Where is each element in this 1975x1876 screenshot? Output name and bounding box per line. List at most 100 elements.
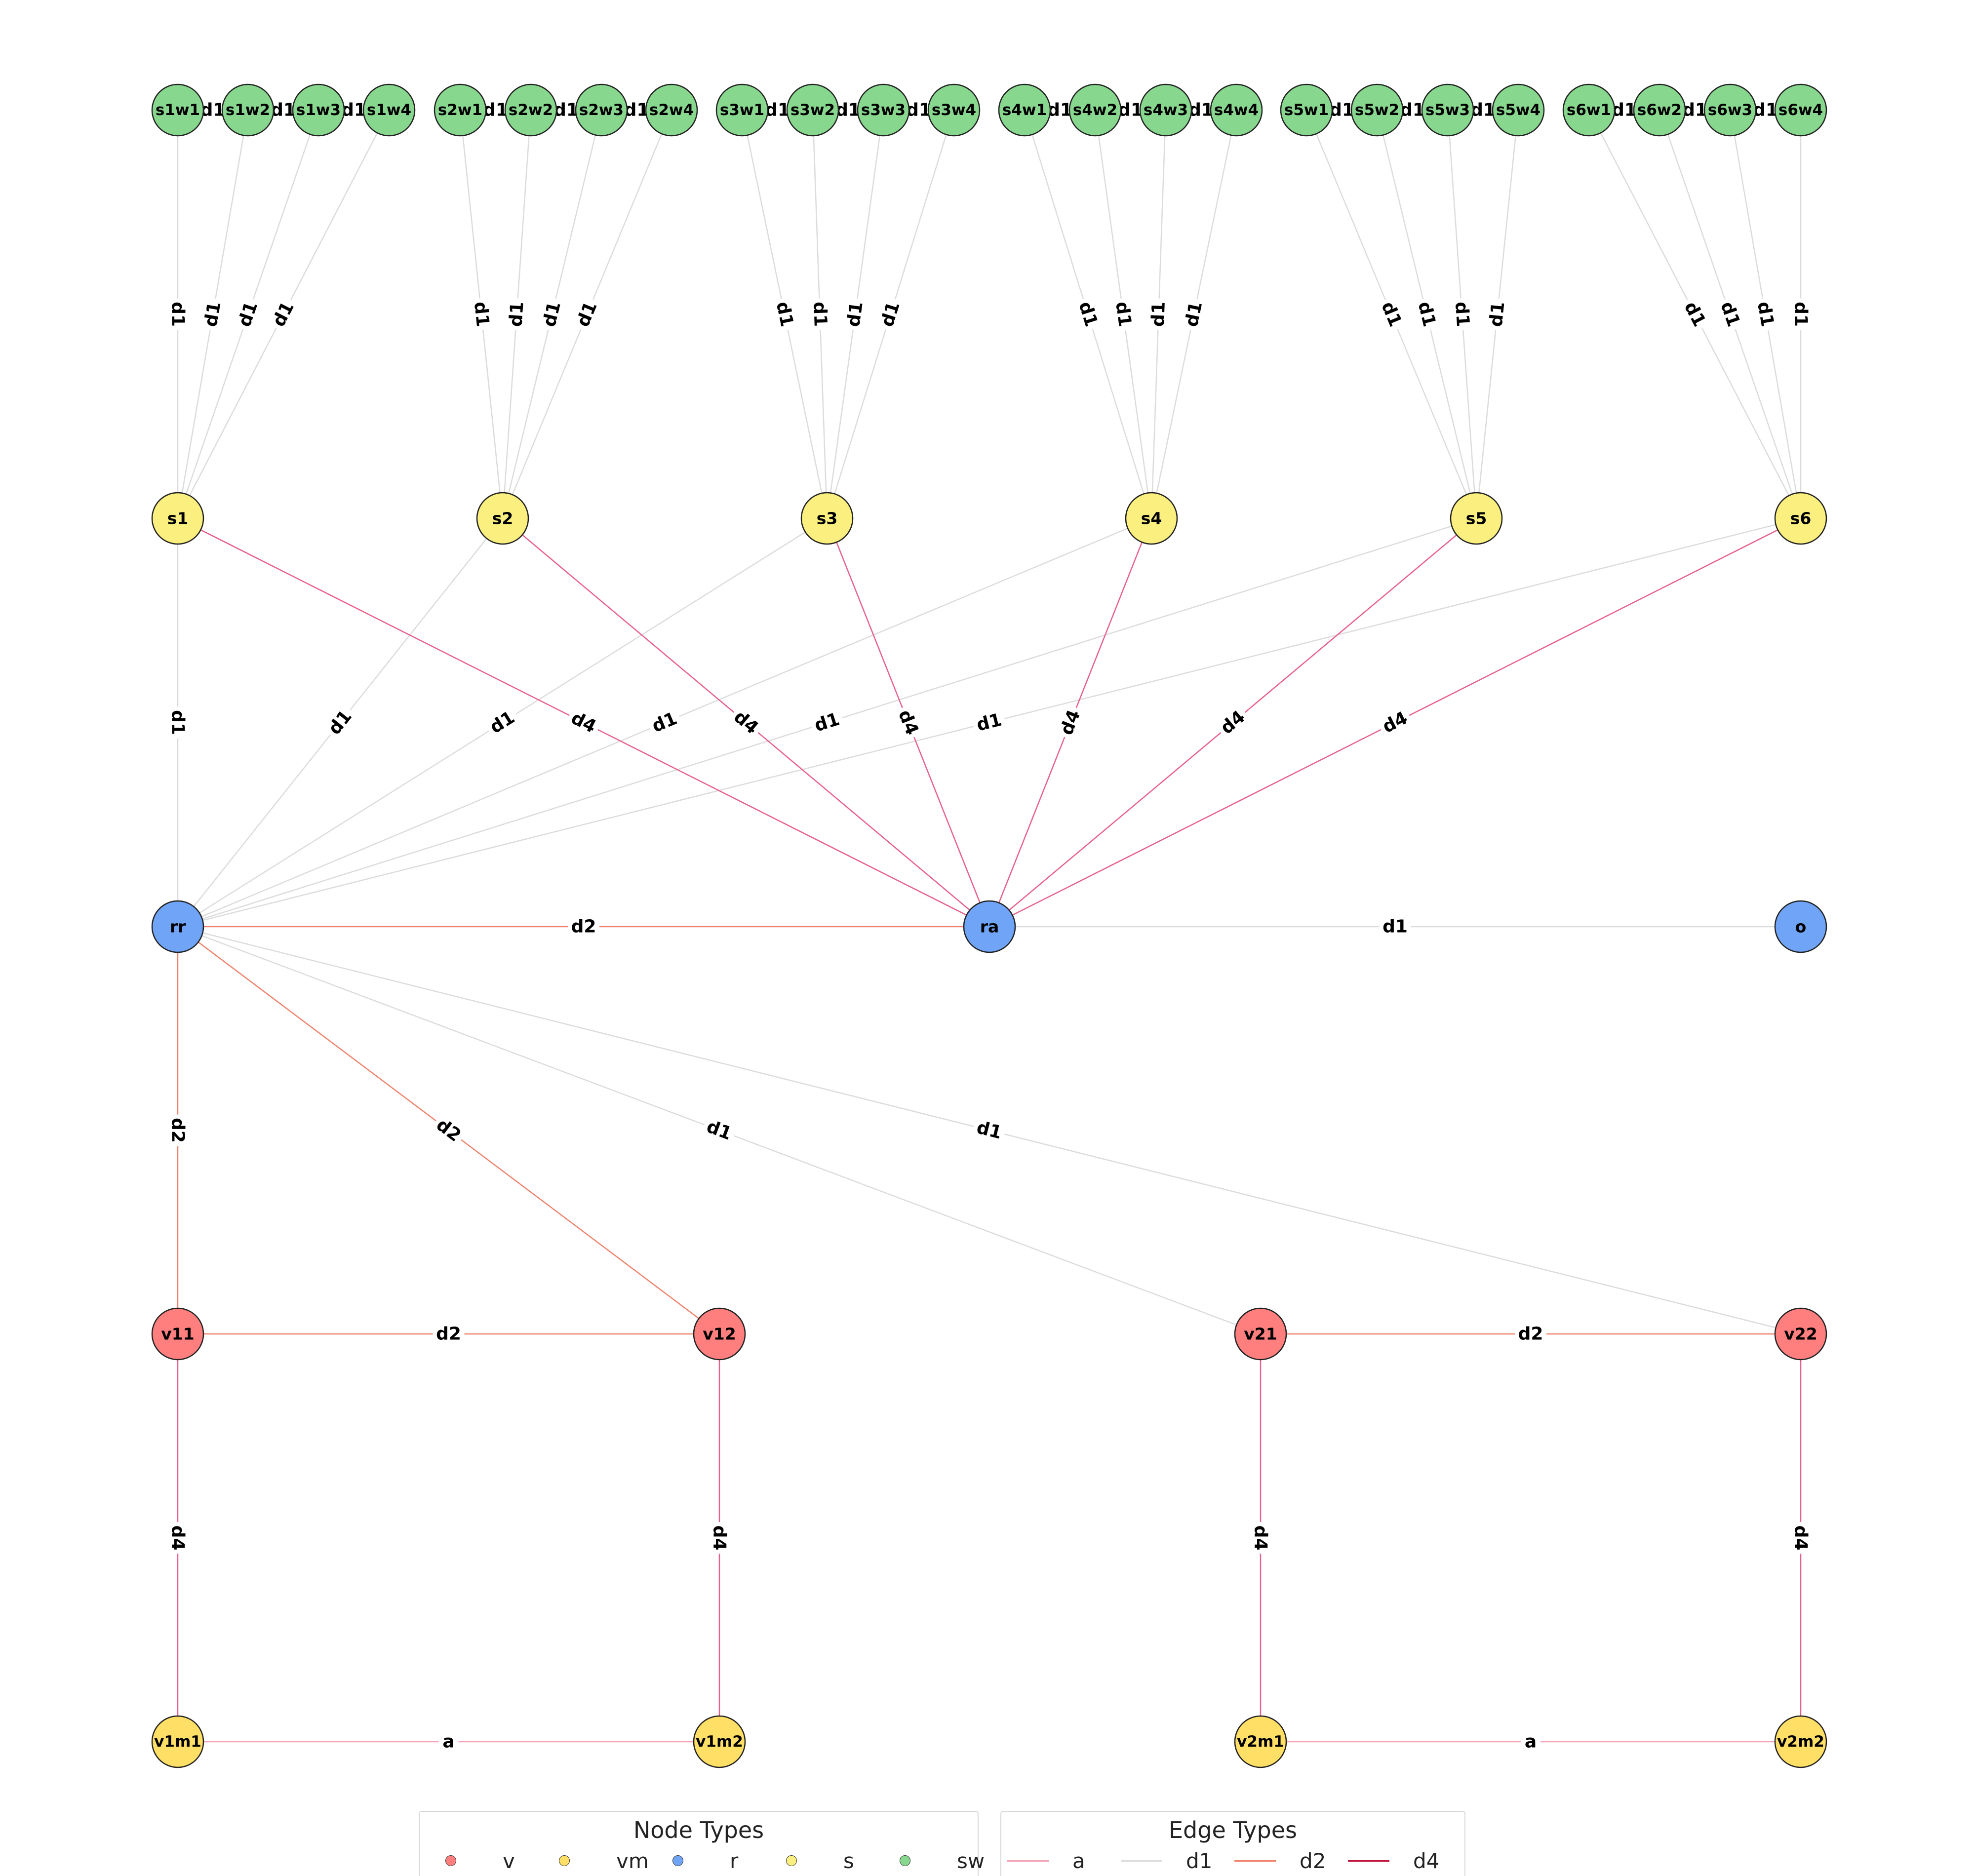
edge-label-text: d1 — [765, 100, 790, 120]
node-label: s1w2 — [226, 101, 270, 119]
node-s4w3: s4w3 — [1139, 83, 1192, 137]
legend-marker-icon — [559, 1855, 570, 1866]
edge-label-s3w4-s3: d1 — [876, 296, 905, 332]
edge-label-background — [1181, 297, 1207, 332]
edge-label-background — [971, 709, 1007, 736]
legend-node-label: v — [503, 1848, 515, 1873]
edge-label-background — [809, 708, 845, 737]
edge-label-text: d4 — [710, 1525, 730, 1551]
edge-label-background — [1111, 297, 1136, 331]
edge-label-text: d1 — [1148, 301, 1169, 327]
edge-label-s4w1-s4: d1 — [1073, 296, 1103, 332]
edge-label-text: d1 — [483, 100, 508, 120]
edge-label-s6-ra: d4 — [1376, 706, 1414, 739]
node-s2w4: s2w4 — [645, 83, 698, 137]
node-label: s1 — [167, 509, 189, 528]
node-circle — [292, 83, 345, 137]
node-circle — [1774, 492, 1827, 545]
node-label: s5w3 — [1425, 101, 1470, 119]
edge-label-background — [971, 1117, 1007, 1144]
node-label: s4w1 — [1002, 101, 1047, 119]
edge-label-s6w3-s6: d1 — [1753, 297, 1778, 332]
node-circle — [1774, 1715, 1827, 1768]
edge-label-text: d1 — [1753, 100, 1778, 120]
node-circle — [1234, 1307, 1287, 1361]
edge-label-background — [1055, 704, 1086, 741]
node-circle — [645, 83, 698, 137]
edge-label-text: d1 — [1182, 300, 1206, 328]
edge-label-text: d1 — [1400, 100, 1425, 120]
node-v1m1: v1m1 — [151, 1715, 204, 1768]
node-label: s3w1 — [720, 101, 764, 119]
node-v2m2: v2m2 — [1774, 1715, 1827, 1768]
edge-label-text: d4 — [1791, 1525, 1811, 1551]
legend-line-icon — [1121, 1860, 1162, 1862]
node-label: rr — [170, 917, 186, 937]
node-s4: s4 — [1125, 492, 1178, 545]
node-label: s5w2 — [1355, 101, 1399, 119]
edge-label-s1w2-s1: d1 — [200, 297, 226, 332]
edge-label-s4w3-s4: d1 — [1148, 298, 1169, 331]
node-circle — [1774, 900, 1827, 953]
edge-label-background — [322, 704, 358, 741]
legend-marker-icon — [672, 1855, 683, 1866]
edge-label-background — [1379, 917, 1411, 937]
node-label: s2w3 — [579, 101, 624, 119]
edge-label-rr-v22: d1 — [971, 1117, 1007, 1144]
edge-label-text: a — [442, 1732, 454, 1752]
edge-legend-title: Edge Types — [1168, 1817, 1297, 1843]
edge-label-s5w3-s5: d1 — [1451, 298, 1473, 331]
legend-edge-label: d4 — [1413, 1848, 1440, 1873]
legend-line-icon — [1348, 1860, 1389, 1862]
node-label: o — [1795, 917, 1807, 937]
node-circle — [1139, 83, 1192, 137]
node-s6w2: s6w2 — [1633, 83, 1686, 137]
edge-label-background — [168, 1114, 188, 1146]
edge-label-text: d1 — [1047, 100, 1072, 120]
node-circle — [1562, 83, 1616, 137]
node-label: s2w1 — [438, 101, 482, 119]
legend-edge-label: d1 — [1186, 1848, 1213, 1873]
node-s4w1: s4w1 — [998, 83, 1051, 137]
node-s5w2: s5w2 — [1350, 83, 1404, 137]
edge-label-s5w2-s5: d1 — [1413, 296, 1440, 332]
node-v11: v11 — [151, 1307, 204, 1361]
edge-label-text: d1 — [553, 100, 579, 120]
edge-label-text: d1 — [539, 300, 565, 329]
node-circle — [1068, 83, 1122, 137]
edge-label-background — [1214, 704, 1252, 741]
edge-label-rr-v12: d2 — [430, 1113, 468, 1148]
node-s6w1: s6w1 — [1562, 83, 1616, 137]
edge-label-s5w1-s5: d1 — [1376, 296, 1407, 333]
node-circle — [927, 83, 981, 137]
edge-label-text: d1 — [1329, 100, 1354, 120]
edge-label-background — [1521, 1732, 1540, 1752]
edge-label-text: d1 — [906, 100, 931, 120]
edge-label-text: d1 — [1414, 300, 1440, 329]
node-circle — [1280, 83, 1333, 137]
node-circle — [575, 83, 628, 137]
legend-node-r: r — [672, 1848, 738, 1873]
edge-label-s2w3-s2: d1 — [539, 296, 565, 332]
edge-label-background — [168, 298, 188, 330]
edge-label-background — [710, 1522, 729, 1554]
edge-label-background — [506, 298, 528, 331]
legend-node-v: v — [445, 1848, 515, 1873]
node-label: s2 — [492, 509, 514, 528]
node-label: s6w2 — [1637, 101, 1682, 119]
edge-label-text: d1 — [1111, 301, 1135, 328]
edge-label-background — [1073, 296, 1103, 332]
node-s1w1: s1w1 — [151, 83, 204, 137]
edge-label-text: d1 — [271, 100, 296, 120]
edge-label-s4-ra: d4 — [1055, 704, 1086, 741]
node-label: s1w1 — [156, 101, 200, 119]
edge-label-s5-ra: d4 — [1214, 704, 1252, 741]
node-s3: s3 — [800, 492, 854, 545]
node-legend-title: Node Types — [633, 1817, 764, 1843]
edge-label-text: a — [1525, 1732, 1537, 1752]
node-label: s2w2 — [509, 101, 553, 119]
edge-label-text: d1 — [1382, 917, 1408, 937]
edge-label-v21-v22: d2 — [1515, 1324, 1546, 1344]
